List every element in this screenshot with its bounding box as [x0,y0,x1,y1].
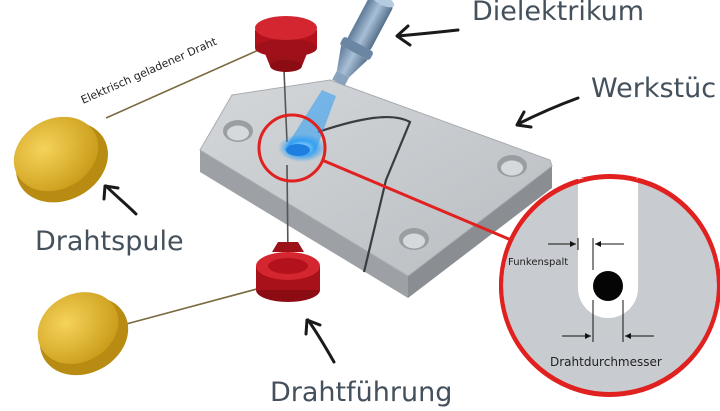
label-wire-guide: Drahtführung [270,377,452,408]
label-wire-spool: Drahtspule [35,226,184,257]
callout-connector [321,158,531,250]
lower-wire-spool [37,292,129,376]
label-spark-gap: Funkenspalt [508,257,568,268]
label-charged-wire: Elektrisch geladener Draht [79,35,220,107]
plate-hole [399,228,429,250]
arrow-wire-guide [304,318,336,364]
arrow-workpiece [515,96,580,129]
upper-wire-spool [13,116,108,203]
spark-zone-highlight [257,113,327,183]
wire-cross-section [593,271,623,301]
arrow-wire-spool [102,184,138,216]
label-wire-diameter: Drahtdurchmesser [550,355,662,369]
plate-hole [497,155,527,177]
label-dielectric: Dielektrikum [472,0,644,27]
bottom-wire-guide [256,242,320,302]
dielectric-nozzle [332,0,395,87]
top-wire-guide [255,16,317,72]
workpiece-plate [199,79,553,298]
label-workpiece: Werkstüc [591,73,716,104]
arrow-dielectric [395,24,460,47]
detail-magnifier [499,174,720,397]
plate-hole [223,120,253,142]
